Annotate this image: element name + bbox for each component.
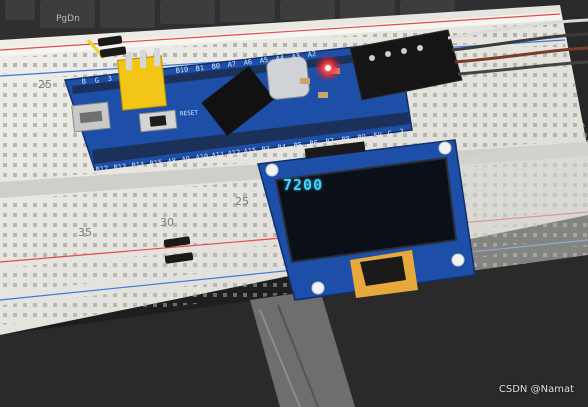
pin-label: B3 <box>261 145 270 154</box>
pin-label: B0 <box>211 62 220 71</box>
pin-label: A7 <box>227 60 236 69</box>
pin-label: B14 <box>131 161 145 170</box>
dupont-connector <box>349 18 588 101</box>
pin-label: B15 <box>149 159 163 168</box>
breadboard-row-number: 25 <box>38 78 52 91</box>
pin-label: B1 <box>195 64 204 73</box>
svg-text:PgDn: PgDn <box>56 14 80 24</box>
breadboard-row-number: 30 <box>160 216 174 229</box>
pin-label: 3 <box>399 128 404 136</box>
pin-label: B4 <box>277 143 286 152</box>
pin-label: G <box>94 77 99 85</box>
jumper-wires <box>86 35 194 264</box>
breadboard-row-number: 25 <box>235 195 249 208</box>
pin-label: B13 <box>113 163 127 172</box>
pin-label: A8 <box>167 157 176 166</box>
pin-label: A9 <box>181 155 190 164</box>
pin-label: A3 <box>291 52 300 61</box>
lower-desk <box>0 255 588 407</box>
breadboard-row-number: 35 <box>78 226 92 239</box>
pin-label: B <box>81 78 86 86</box>
pin-label: 5V <box>373 131 383 140</box>
pin-label: B6 <box>309 139 318 148</box>
pin-label: A12 <box>227 149 241 158</box>
watermark: CSDN @Namat <box>498 384 574 395</box>
pin-label: B7 <box>325 137 334 146</box>
oled-module <box>257 139 476 301</box>
pin-label: B12 <box>95 165 109 174</box>
pin-label: B5 <box>293 141 302 150</box>
pin-label: A15 <box>243 147 257 156</box>
oled-display-value: 7200 <box>283 176 324 194</box>
pin-label: A11 <box>211 151 225 160</box>
pin-label: A6 <box>243 58 252 67</box>
pin-label: A4 <box>275 54 284 63</box>
reset-label: RESET <box>179 109 199 118</box>
pin-label: B9 <box>357 133 366 142</box>
pin-label: B10 <box>175 66 189 75</box>
pin-label: A2 <box>307 50 316 59</box>
pin-label: G <box>387 130 392 138</box>
pin-label: 3 <box>107 75 112 83</box>
pin-label: A5 <box>259 56 268 65</box>
pin-label: B8 <box>341 135 350 144</box>
pin-label: A10 <box>195 153 209 162</box>
stm32-board: B G 3 B10 B1 B0 A7 A6 A5 A4 A3 A2 B12 B1… <box>63 41 413 174</box>
